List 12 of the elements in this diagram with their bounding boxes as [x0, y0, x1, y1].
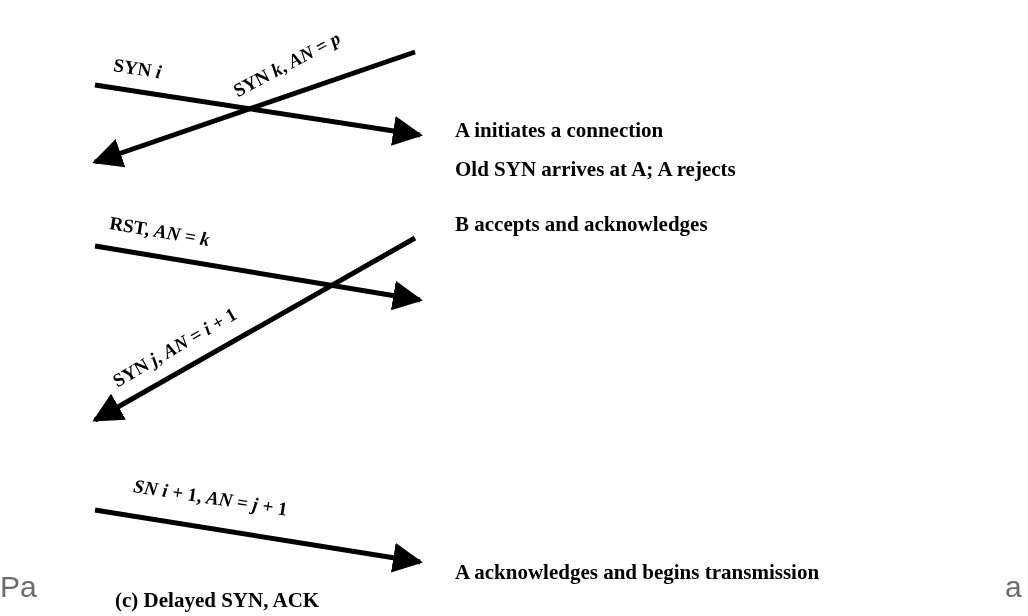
message-label: SYN j, AN = i + 1 — [109, 303, 241, 392]
message-label: SYN k, AN = p — [229, 27, 345, 102]
annotation-text: Old SYN arrives at A; A rejects — [455, 157, 736, 182]
message-label: SN i + 1, AN = j + 1 — [132, 475, 290, 521]
annotation-text: A acknowledges and begins transmission — [455, 560, 820, 585]
annotation-text: A initiates a connection — [455, 118, 664, 143]
annotation-text: B accepts and acknowledges — [455, 212, 708, 237]
message-label: RST, AN = k — [108, 212, 212, 251]
caption: (c) Delayed SYN, ACK — [115, 588, 320, 613]
partial-text: a — [1005, 570, 1022, 604]
message-label: SYN i — [112, 54, 163, 84]
partial-text: Pa — [0, 570, 37, 604]
